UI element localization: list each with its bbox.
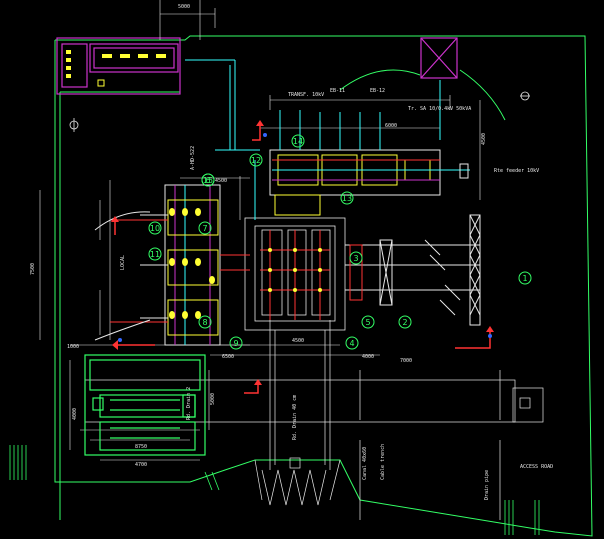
callout-number-13: 13 — [342, 194, 352, 203]
callout-number-6: 6 — [205, 176, 210, 185]
label-vertical-b: Cable trench — [380, 444, 386, 480]
dim-4000: 4000 — [362, 354, 374, 360]
label-bottom-right: ACCESS ROAD — [520, 464, 553, 470]
right-line-bays — [345, 239, 480, 306]
dim-8750: 8750 — [135, 444, 147, 450]
dim-6000-top: 6000 — [385, 123, 397, 129]
dim-6500: 6500 — [222, 354, 234, 360]
callout-circle-3 — [349, 251, 363, 265]
access-road — [84, 320, 544, 520]
callout-circle-2 — [398, 315, 412, 329]
north-arrow-icon — [69, 91, 530, 132]
text-labels: 5000 6000 4500 4500 6500 4000 7000 1000 … — [30, 4, 553, 500]
callout-circle-10 — [148, 221, 162, 235]
dim-4500: 4500 — [215, 178, 227, 184]
label-vertical-d: Rd. Drain 2 — [186, 387, 192, 420]
dim-2000: 5000 — [210, 393, 216, 405]
callout-number-8: 8 — [202, 318, 207, 327]
callout-circle-7 — [198, 221, 212, 235]
overhead-line — [59, 69, 506, 520]
cable-trench — [84, 354, 206, 456]
label-right-vertical: LOCAL — [120, 255, 126, 270]
callout-circle-14 — [291, 134, 305, 148]
dimension-lines — [39, 0, 481, 461]
callout-number-10: 10 — [150, 224, 160, 233]
dim-1000: 1000 — [67, 344, 79, 350]
callout-circle-5 — [361, 315, 375, 329]
callout-number-11: 11 — [150, 250, 160, 259]
dim-4700: 4700 — [135, 462, 147, 468]
dim-9000: 4500 — [481, 133, 487, 145]
label-road: Rd. Drain 40 cm — [292, 395, 298, 440]
dim-4500-center: 4500 — [292, 338, 304, 344]
callout-number-12: 12 — [251, 156, 261, 165]
callout-number-2: 2 — [402, 318, 407, 327]
grounding-icon — [9, 445, 540, 535]
callout-circle-15 — [201, 173, 215, 187]
cyan-conduits — [185, 59, 441, 220]
label-vertical-c: Drain pipe — [484, 470, 490, 500]
callout-circle-8 — [198, 315, 212, 329]
section-marker-icon — [111, 120, 494, 394]
callout-circle-4 — [345, 336, 359, 350]
callout-number-3: 3 — [353, 254, 358, 263]
label-left-vertical: A-HD-522 — [190, 146, 196, 170]
callout-circle-12 — [249, 153, 263, 167]
transformer-bushings — [268, 248, 322, 292]
control-building — [56, 37, 458, 95]
main-transformer-area — [244, 217, 346, 331]
site-boundary — [54, 35, 593, 537]
label-top-note-b: Tr. SA 10/0.4kV 50kVA — [408, 106, 471, 112]
left-bay-insulators — [169, 208, 215, 319]
callout-number-7: 7 — [202, 224, 207, 233]
callout-number-15: 15 — [203, 176, 213, 185]
dim-top-small: 5000 — [178, 4, 190, 10]
dim-7000: 7000 — [400, 358, 412, 364]
callout-circle-9 — [229, 336, 243, 350]
label-top-note-a: TRANSF. 10kV — [288, 92, 324, 98]
tower-icon — [424, 214, 481, 326]
callout-number-5: 5 — [365, 318, 370, 327]
transformer-icon — [260, 230, 330, 320]
dim-4000-left: 4000 — [72, 408, 78, 420]
label-top-bay-b: EB-12 — [370, 88, 385, 94]
callout-number-1: 1 — [522, 274, 527, 283]
callout-number-14: 14 — [293, 137, 303, 146]
callout-circle-13 — [340, 191, 354, 205]
callout-circle-11 — [148, 247, 162, 261]
label-right-note: Rte feeder 10kV — [494, 168, 539, 174]
control-room-equipment — [66, 50, 166, 87]
top-switchgear — [269, 149, 470, 216]
callout-number-9: 9 — [233, 339, 238, 348]
callout-circle-1 — [518, 271, 532, 285]
callout-number-4: 4 — [349, 339, 354, 348]
label-top-bay-a: EB-11 — [330, 88, 345, 94]
label-vertical-a: Canal 40x60 — [362, 447, 368, 480]
dim-7500: 7500 — [30, 263, 36, 275]
